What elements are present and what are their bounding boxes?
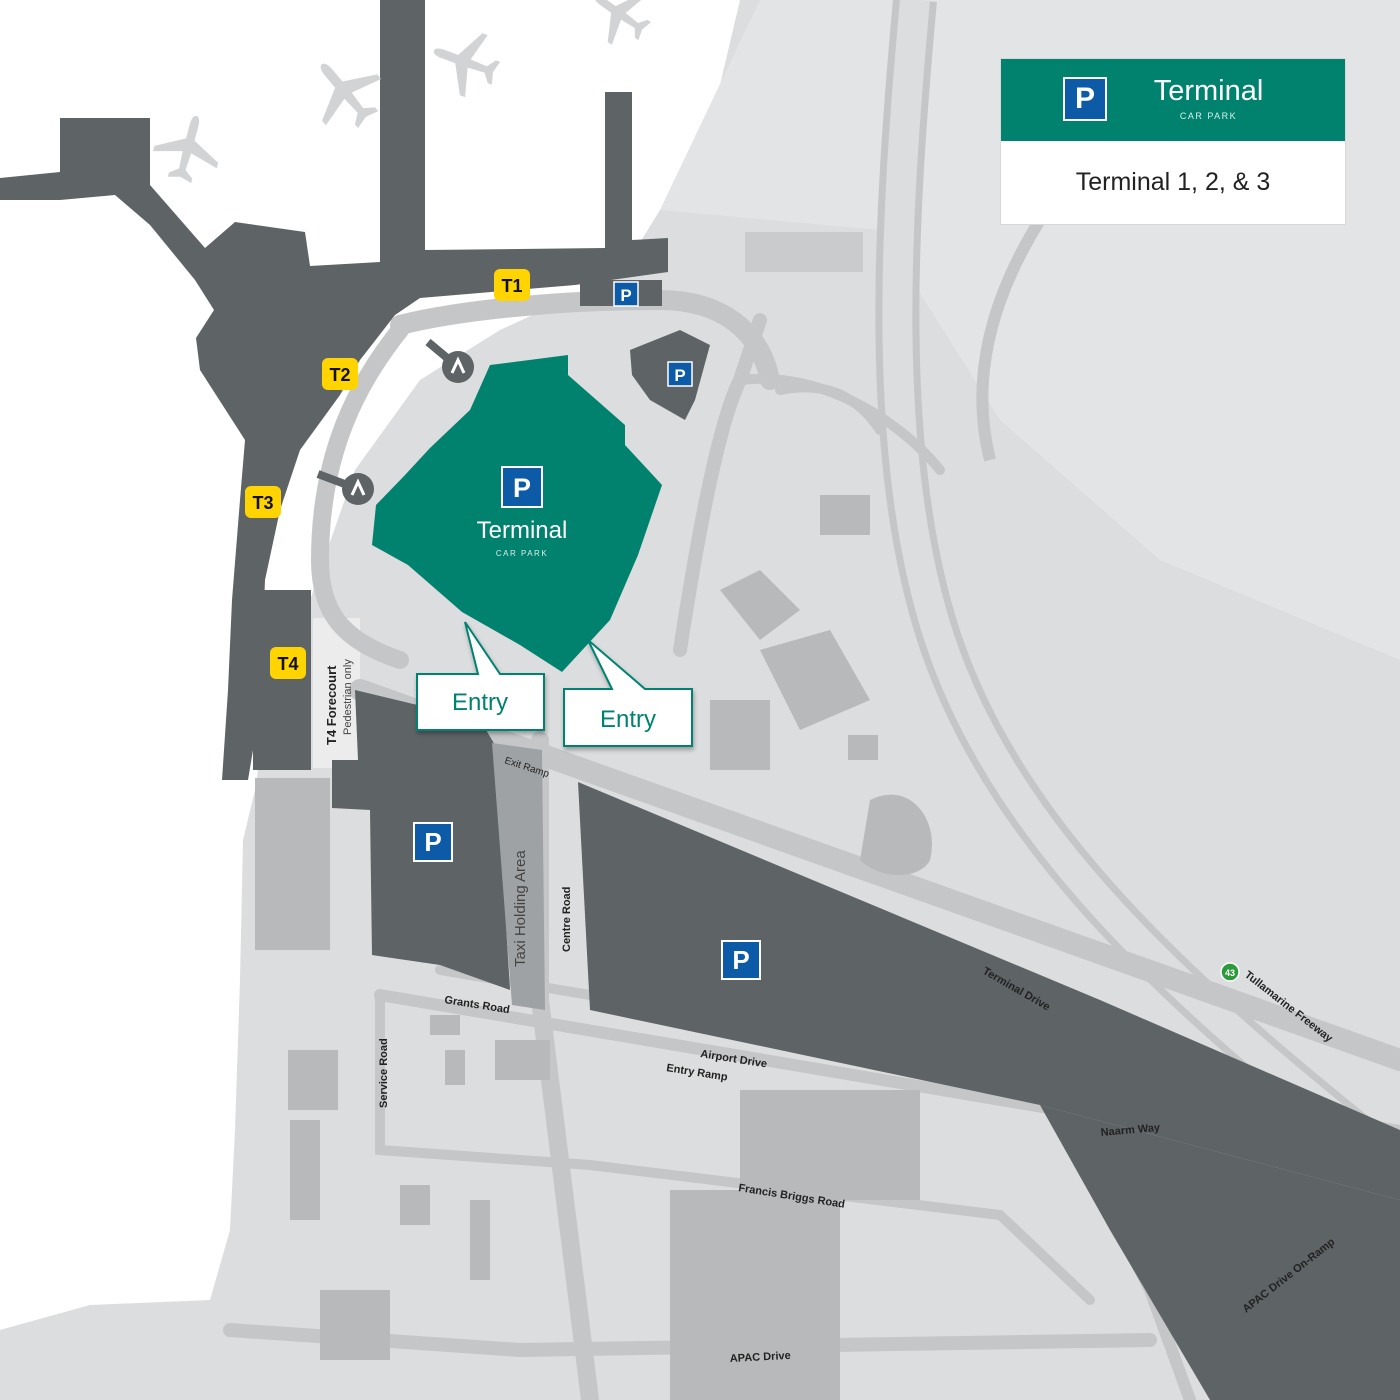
parking-marker[interactable]: P xyxy=(721,940,761,980)
freeway-shield-number: 43 xyxy=(1225,968,1235,978)
gate-finger-t4 xyxy=(253,590,311,770)
legend-header: P Terminal CAR PARK xyxy=(1001,59,1345,141)
carpark-southeast xyxy=(1040,1105,1400,1400)
terminal-t3-label: T3 xyxy=(252,493,273,513)
road-label-apac-drive: APAC Drive xyxy=(730,1350,791,1365)
ancillary-buildings xyxy=(255,232,932,1400)
parking-icon xyxy=(501,466,543,508)
terminal-t4[interactable]: T4 xyxy=(270,647,306,679)
taxi-holding-area xyxy=(492,743,545,1010)
parking-marker-label: P xyxy=(674,366,685,385)
parking-marker[interactable]: P xyxy=(613,281,639,307)
carpark-subtitle: CAR PARK xyxy=(496,549,548,558)
parking-marker[interactable]: P xyxy=(667,361,693,387)
entry-label-2: Entry xyxy=(600,706,656,733)
walkway-icon xyxy=(316,470,374,505)
entry-callout-2[interactable]: Entry xyxy=(563,639,693,747)
terminal-t2[interactable]: T2 xyxy=(322,358,358,390)
carpark-title: Terminal xyxy=(477,517,568,544)
terminal-t4-label: T4 xyxy=(277,654,298,674)
plane-icon xyxy=(578,0,662,56)
legend-title: Terminal xyxy=(1153,75,1264,107)
entry-callout-1[interactable]: Entry xyxy=(416,621,545,731)
terminal-t1-label: T1 xyxy=(501,276,522,296)
plane-icon xyxy=(147,107,229,189)
entry-label-1: Entry xyxy=(452,689,508,716)
parking-icon: P xyxy=(1063,77,1107,121)
freeway-shield-icon: 43 xyxy=(1220,962,1240,982)
road-label-taxi-holding: Taxi Holding Area xyxy=(512,850,529,967)
parking-marker[interactable]: P xyxy=(413,822,453,862)
legend-terminals: Terminal 1, 2, & 3 xyxy=(1075,168,1271,196)
road-label-naarm-way: Naarm Way xyxy=(1100,1122,1161,1139)
road-label-service-road: Service Road xyxy=(378,1038,390,1108)
parking-marker-label: P xyxy=(424,827,441,857)
freeway-band-2 xyxy=(976,216,1046,462)
terminal-t2-label: T2 xyxy=(329,365,350,385)
forecourt-title: T4 Forecourt xyxy=(324,665,339,745)
parking-marker-label: P xyxy=(620,286,631,305)
road-label-centre-road: Centre Road xyxy=(561,887,573,952)
parking-marker-label: P xyxy=(732,945,749,975)
terminal-car-park[interactable] xyxy=(372,355,662,672)
legend-card: P Terminal CAR PARK Terminal 1, 2, & 3 xyxy=(1001,59,1345,224)
forecourt-note: Pedestrian only xyxy=(342,659,354,735)
legend-subtitle: CAR PARK xyxy=(1179,111,1238,121)
plane-icon xyxy=(422,19,508,105)
carpark-p-label: P xyxy=(513,473,531,503)
walkway-icon xyxy=(425,338,474,383)
terminal-t3[interactable]: T3 xyxy=(245,486,281,518)
terminal-t1[interactable]: T1 xyxy=(494,269,530,301)
carpark-east xyxy=(578,782,1400,1200)
